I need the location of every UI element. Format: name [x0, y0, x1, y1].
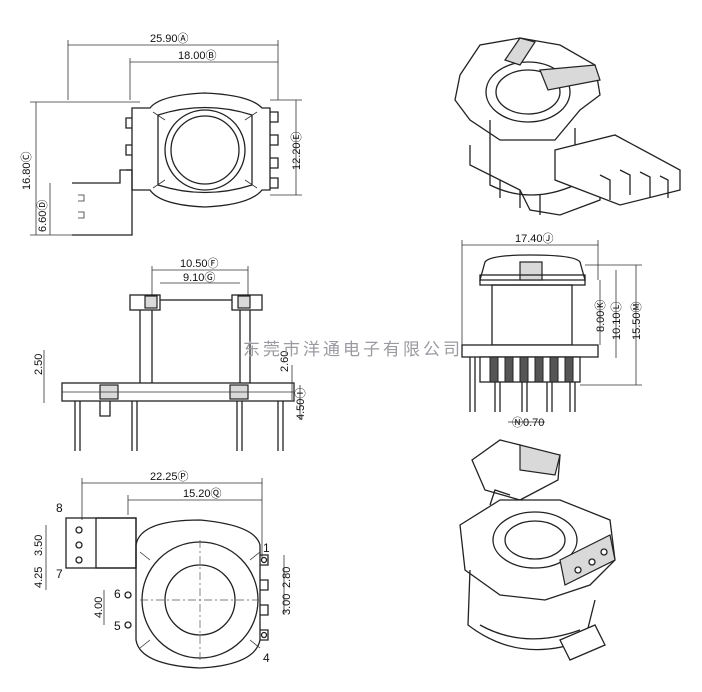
dim-left-a: 3.50: [33, 535, 45, 556]
dim-pin-length: 4.50Ⓘ: [294, 388, 307, 420]
bottom-view: 22.25Ⓟ 15.20Ⓠ 8 7 6 5 1 4 3.50: [33, 470, 293, 669]
dim-window: 10.10Ⓛ: [610, 301, 623, 340]
isometric-view-top: [454, 37, 681, 216]
pin-label-5: 5: [114, 619, 121, 633]
dim-pin-span: 12.20Ⓔ: [290, 131, 303, 170]
dim-tab-height: 6.60Ⓓ: [36, 200, 49, 232]
pin-label-4: 4: [263, 651, 270, 665]
pin-label-6: 6: [114, 587, 121, 601]
isometric-view-bottom: [459, 439, 616, 661]
dim-right-a: 2.80: [281, 567, 293, 588]
dim-overall-width: 25.90Ⓐ: [150, 32, 189, 45]
side-view: 10.50Ⓕ 9.10Ⓖ 2.50 2.60 4.50Ⓘ: [33, 257, 307, 451]
dim-flange-width: 18.00Ⓑ: [178, 49, 217, 62]
dim-overall-height: 16.80Ⓒ: [20, 151, 33, 190]
dim-front-width: 17.40Ⓙ: [515, 232, 554, 245]
top-view: 25.90Ⓐ 18.00Ⓑ 16.80Ⓒ 6.60Ⓓ 12.20Ⓔ: [20, 32, 303, 236]
pin-label-7: 7: [56, 567, 63, 581]
dim-height: 15.50Ⓜ: [630, 301, 643, 340]
dim-bottom-overall-width: 22.25Ⓟ: [150, 470, 189, 483]
dim-inner-width: 9.10Ⓖ: [183, 271, 215, 284]
pin-label-1: 1: [263, 541, 270, 555]
dim-right-b: 3.00: [281, 594, 293, 615]
dim-outer-width: 10.50Ⓕ: [180, 257, 219, 270]
dim-step: 2.60: [279, 351, 291, 372]
pin-label-8: 8: [56, 501, 63, 515]
dim-pin-dia: Ⓝ0.70: [512, 416, 544, 429]
dim-left-c: 4.00: [93, 597, 105, 618]
front-view: 17.40Ⓙ 8.00Ⓚ 10.10Ⓛ 15.50Ⓜ Ⓝ0.70: [461, 232, 643, 429]
dim-winding: 8.00Ⓚ: [594, 300, 607, 332]
dim-left-b: 4.25: [33, 567, 45, 588]
dim-flange: 2.50: [33, 354, 45, 375]
dim-bottom-body-width: 15.20Ⓠ: [183, 487, 222, 500]
company-watermark: 东莞市洋通电子有限公司: [243, 340, 463, 360]
